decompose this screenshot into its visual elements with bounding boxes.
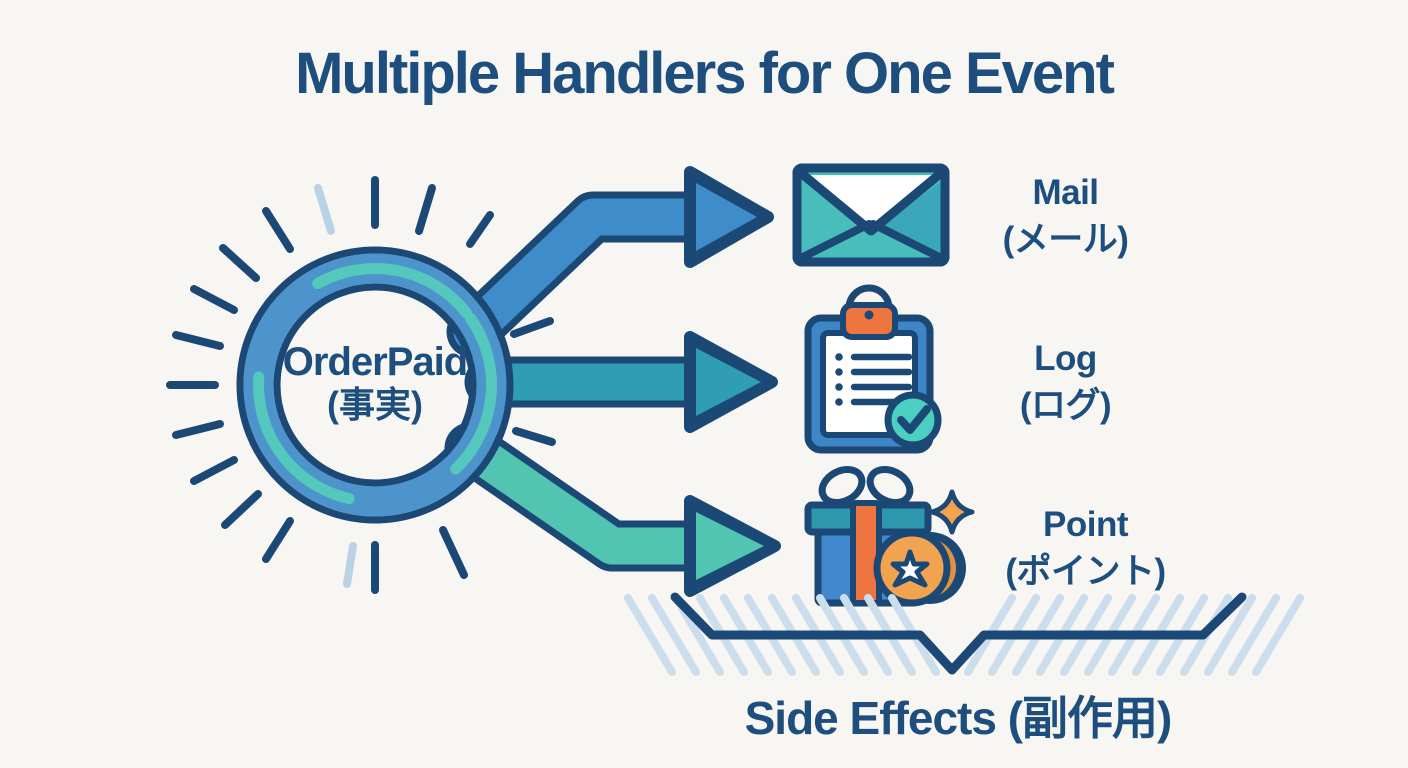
- handler-label-log: Log (ログ): [958, 336, 1173, 429]
- handler-point-ja: (ポイント): [1005, 551, 1166, 591]
- page-title: Multiple Handlers for One Event: [295, 41, 1115, 106]
- arrow-point: [444, 422, 781, 597]
- event-rays: [166, 176, 556, 594]
- clipboard-icon: [804, 284, 942, 454]
- arrow-log: [464, 331, 778, 433]
- event-circle: [236, 246, 514, 524]
- handler-log-ja: (ログ): [1019, 385, 1112, 425]
- arrow-mail: [446, 166, 774, 358]
- handler-log-en: Log: [1034, 339, 1097, 378]
- handler-point-en: Point: [1043, 505, 1128, 544]
- event-label: OrderPaid (事実): [255, 340, 495, 425]
- handler-label-point: Point (ポイント): [958, 502, 1213, 595]
- gift-coin-icon: [804, 465, 975, 607]
- handler-mail-en: Mail: [1032, 173, 1099, 212]
- sparkle-icon: [929, 489, 975, 535]
- brace: [670, 592, 1247, 675]
- side-effects-caption: Side Effects (副作用): [744, 692, 1173, 744]
- handler-mail-ja: (メール): [1002, 219, 1129, 259]
- light-ray: [314, 184, 335, 235]
- clipboard-list-lines: [835, 353, 913, 406]
- mail-icon: [792, 163, 950, 267]
- star-icon: [890, 549, 930, 588]
- light-ray: [343, 542, 357, 588]
- check-badge-icon: [884, 391, 942, 449]
- handler-label-mail: Mail (メール): [958, 170, 1173, 263]
- event-name-ja: (事実): [327, 383, 423, 425]
- event-name: OrderPaid: [282, 340, 468, 384]
- coin-icon: [873, 529, 966, 607]
